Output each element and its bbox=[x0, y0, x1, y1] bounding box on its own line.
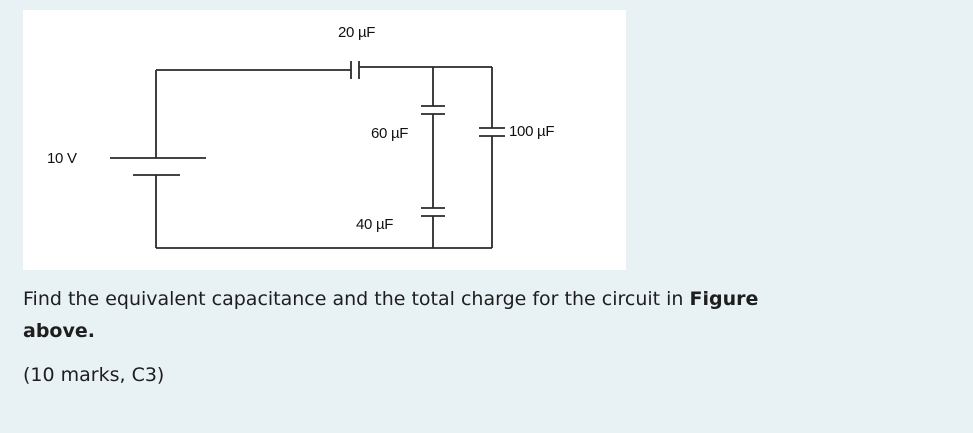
label-voltage-source: 10 V bbox=[47, 150, 77, 167]
label-capacitor-60uf: 60 µF bbox=[371, 125, 408, 142]
question-bold-figure: Figure bbox=[689, 288, 759, 310]
circuit-figure: 20 µF 60 µF 100 µF 40 µF bbox=[23, 10, 626, 270]
question-body: Find the equivalent capacitance and the … bbox=[23, 288, 690, 310]
circuit-diagram: 20 µF 60 µF 100 µF 40 µF bbox=[110, 24, 555, 249]
label-capacitor-100uf: 100 µF bbox=[509, 123, 554, 140]
question-marks: (10 marks, C3) bbox=[23, 364, 165, 386]
question-text: Find the equivalent capacitance and the … bbox=[23, 283, 953, 347]
label-capacitor-40uf: 40 µF bbox=[356, 216, 393, 233]
question-bold-above: above. bbox=[23, 320, 95, 342]
label-capacitor-20uf: 20 µF bbox=[338, 24, 375, 41]
